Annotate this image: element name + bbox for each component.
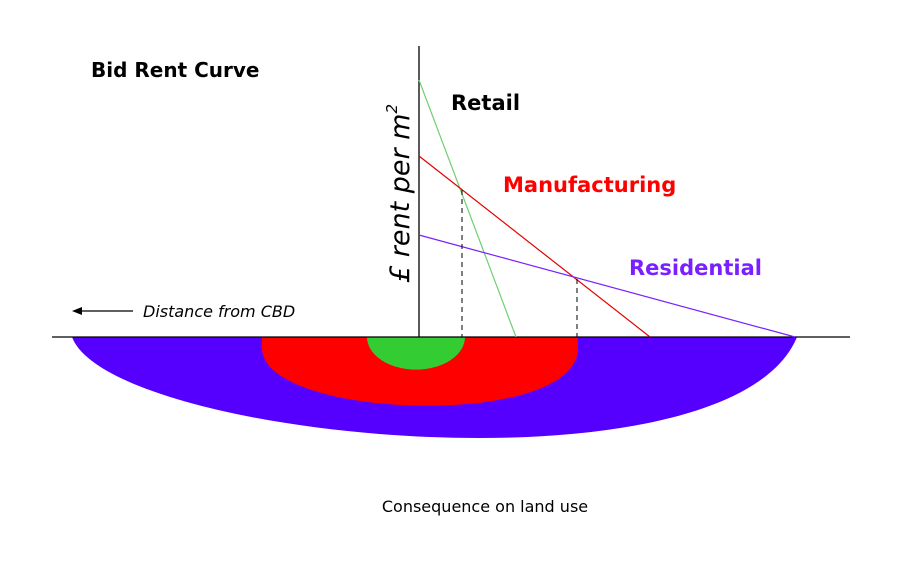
land-use-caption: Consequence on land use xyxy=(382,497,588,516)
distance-label: Distance from CBD xyxy=(143,302,295,321)
retail-zone xyxy=(367,337,465,370)
diagram-title: Bid Rent Curve xyxy=(91,58,260,82)
retail-label: Retail xyxy=(451,91,520,115)
retail-line xyxy=(418,79,517,338)
y-axis-label-superscript: 2 xyxy=(383,104,401,114)
distance-arrow-icon xyxy=(72,307,82,315)
residential-label: Residential xyxy=(629,256,762,280)
y-axis-label: £ rent per m2 xyxy=(383,104,416,283)
manufacturing-zone xyxy=(262,337,578,406)
manufacturing-line xyxy=(418,155,651,338)
residential-line xyxy=(418,234,796,338)
manufacturing-label: Manufacturing xyxy=(503,173,676,197)
